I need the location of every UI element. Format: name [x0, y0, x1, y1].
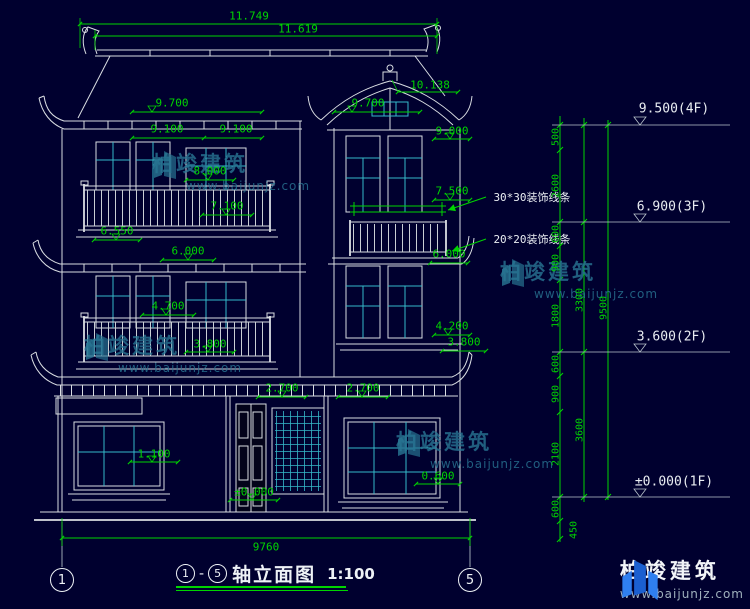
- dim-3800-right: 3.800: [447, 335, 481, 349]
- dim-9700-left: 9.700: [155, 96, 189, 110]
- elev-3f: 6.900(3F): [636, 199, 708, 215]
- roof-ridge: [77, 24, 446, 119]
- dim-9000: 9.000: [435, 124, 469, 138]
- dim-10138: 10.138: [410, 78, 450, 92]
- elev-4f: 9.500(4F): [638, 101, 710, 117]
- title-underline: [176, 586, 346, 588]
- elev-2f: 3.600(2F): [636, 329, 708, 345]
- rdim-600-a: 600: [550, 224, 562, 244]
- dim-7100: 7.100: [210, 199, 244, 213]
- drawing-title: 1 - 5 轴立面图 1:100: [176, 560, 375, 591]
- dim-9100-a: 9.100: [150, 122, 184, 136]
- rdim-1800: 1800: [550, 303, 562, 329]
- dim-plusminus-0000: ±0.000: [234, 485, 274, 499]
- dim-6000-right: 6.000: [432, 247, 466, 261]
- axis-bubble-1: 1: [50, 568, 74, 592]
- dim-11619: 11.619: [278, 22, 318, 36]
- rdim-600-b: 600: [550, 354, 562, 374]
- walls: [57, 121, 461, 512]
- roof-2f: [32, 239, 306, 273]
- title-underline-2: [176, 590, 348, 591]
- title-dash: -: [199, 565, 205, 582]
- floor-1-windows: [68, 403, 448, 513]
- rdim-3600: 3600: [574, 417, 586, 443]
- balcony-2f: [76, 312, 462, 370]
- dim-9760: 9760: [252, 540, 280, 554]
- dim-2700-right: 2.700: [346, 381, 380, 395]
- rdim-2600: 2600: [550, 173, 562, 199]
- rdim-9500: 9500: [598, 295, 610, 321]
- title-scale: 1:100: [327, 564, 375, 583]
- rdim-2100: 2100: [550, 441, 562, 467]
- title-text: 轴立面图: [232, 564, 317, 586]
- dim-6000-left: 6.000: [171, 244, 205, 258]
- axis-bubble-5: 5: [458, 568, 482, 592]
- dim-3800-left: 3.800: [193, 337, 227, 351]
- dim-4700: 4.700: [151, 299, 185, 313]
- rdim-500: 500: [550, 127, 562, 147]
- title-axis-bubble-start: 1: [176, 564, 195, 583]
- rdim-600-c: 600: [550, 499, 562, 519]
- brand-logo: 柏竣建筑 www.baijunjz.com: [620, 555, 744, 601]
- elevation-levels: [552, 116, 730, 498]
- brand-logo-icon: [622, 560, 658, 601]
- axis-bubble-5-label: 5: [465, 572, 475, 588]
- title-axis-bubble-end: 5: [208, 564, 228, 583]
- dim-9100-b: 9.100: [219, 122, 253, 136]
- dim-4200: 4.200: [435, 319, 469, 333]
- balcony-3f: [76, 180, 278, 238]
- dimension-lines: [59, 18, 489, 546]
- rdim-900-b: 900: [550, 384, 562, 404]
- dim-7500: 7.500: [435, 184, 469, 198]
- dim-9700-right: 9.700: [351, 96, 385, 110]
- annotation-deco-20: 20*20装饰线条: [493, 233, 571, 246]
- balcony-3f-right: [328, 202, 475, 265]
- elev-1f: ±0.000(1F): [634, 474, 714, 490]
- dim-8000: 8.000: [193, 164, 227, 178]
- dim-0600: 0.600: [421, 469, 455, 483]
- dim-2700-left: 2.700: [265, 381, 299, 395]
- annotation-deco-30: 30*30装饰线条: [493, 191, 571, 204]
- rdim-450: 450: [568, 520, 580, 540]
- dim-11749: 11.749: [229, 9, 269, 23]
- axis-bubble-1-label: 1: [57, 572, 67, 588]
- dim-6550: 6.550: [100, 224, 134, 238]
- rdim-3300: 3300: [574, 287, 586, 313]
- dim-1100: 1.100: [137, 447, 171, 461]
- rdim-900-a: 900: [550, 253, 562, 273]
- ground-line: [34, 511, 476, 521]
